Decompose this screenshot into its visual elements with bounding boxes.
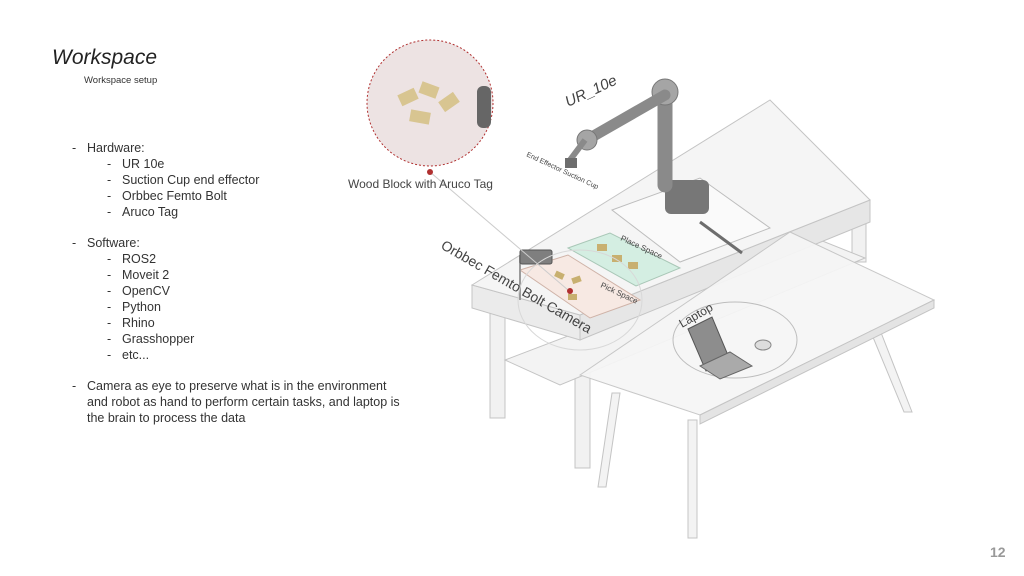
robot-label: UR_10e [563,72,620,111]
software-item: Grasshopper [107,331,402,347]
pick-block [568,294,577,300]
software-item: ROS2 [107,251,402,267]
hardware-heading: Hardware: [87,141,145,155]
place-block [612,255,622,262]
camera-assembly [517,249,798,379]
hardware-list: UR 10e Suction Cup end effector Orbbec F… [87,156,402,220]
aruco-tag-block [418,81,440,99]
robot-arm [565,78,743,255]
place-block [628,262,638,269]
camera-icon [519,249,553,265]
hardware-item: Orbbec Femto Bolt [107,188,402,204]
mouse-icon [754,339,772,351]
hardware-item: Aruco Tag [107,204,402,220]
note-paragraph: Camera as eye to preserve what is in the… [72,378,402,426]
place-block [597,244,607,251]
hardware-section: Hardware: UR 10e Suction Cup end effecto… [72,140,402,220]
software-list: ROS2 Moveit 2 OpenCV Python Rhino Grassh… [87,251,402,363]
software-item: etc... [107,347,402,363]
aruco-tag-block [438,91,460,113]
pick-block [571,275,582,285]
software-item: Python [107,299,402,315]
software-item: OpenCV [107,283,402,299]
hardware-item: Suction Cup end effector [107,172,402,188]
end-effector-label: End Effector Suction Cup [525,151,599,191]
pick-block [554,270,565,280]
software-item: Rhino [107,315,402,331]
software-section: Software: ROS2 Moveit 2 OpenCV Python Rh… [72,235,402,363]
software-heading: Software: [87,236,140,250]
slide-subtitle: Workspace setup [84,75,158,86]
callout-dot [567,288,573,294]
suction-cup-icon [565,158,577,168]
wood-block-label: Wood Block with Aruco Tag [348,177,493,191]
aruco-tag-block [397,87,419,107]
laptop-table [578,231,936,539]
robot-base [665,180,709,214]
hardware-item: UR 10e [107,156,402,172]
note-text: Camera as eye to preserve what is in the… [87,379,400,425]
bullet-list: Hardware: UR 10e Suction Cup end effecto… [72,140,402,426]
work-zones [518,177,772,319]
place-zone [566,232,682,287]
callout-dot [427,169,433,175]
software-item: Moveit 2 [107,267,402,283]
slide-title: Workspace [52,46,158,69]
zoom-callout [366,39,573,294]
page-number: 12 [990,544,1006,560]
laptop [687,316,772,380]
aruco-tag-block [409,109,431,125]
laptop-keyboard [698,351,754,380]
